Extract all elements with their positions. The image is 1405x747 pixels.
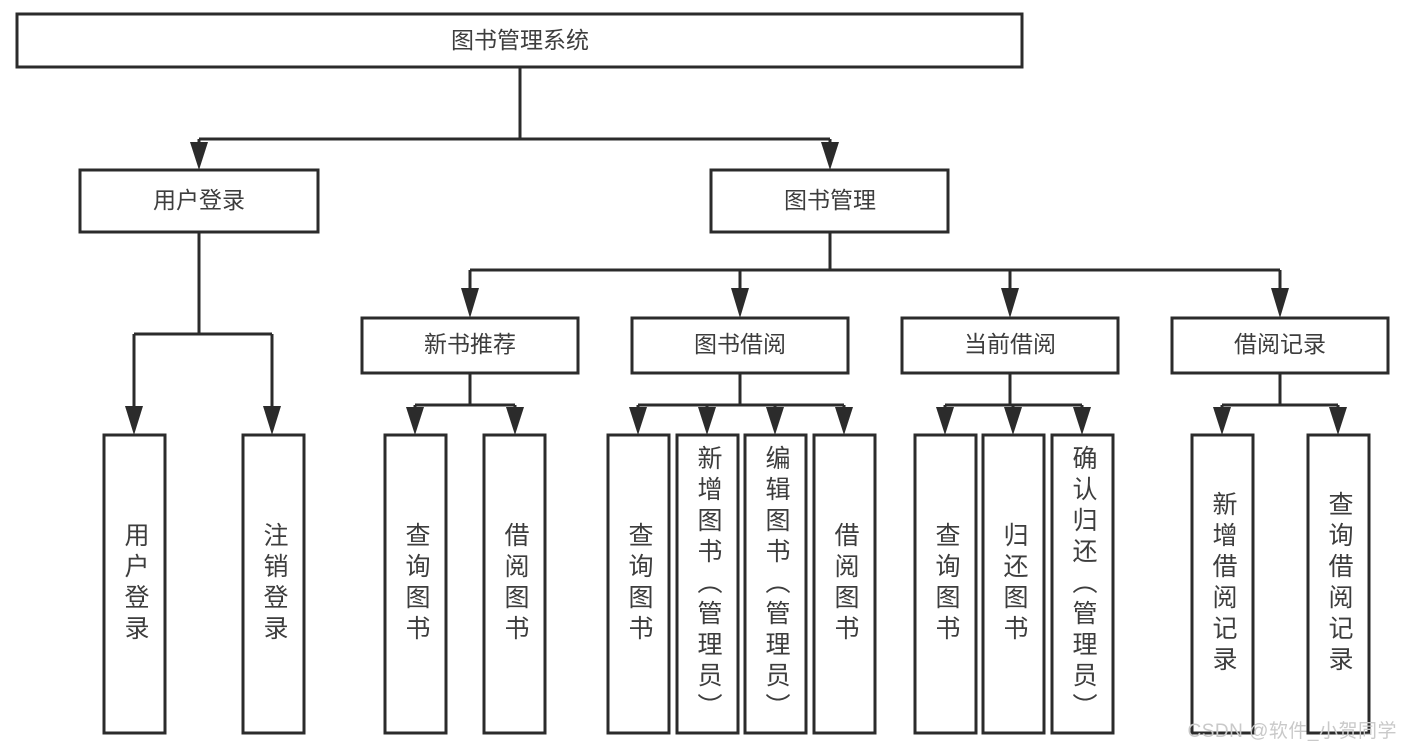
node-book-manage[interactable]: 图书管理 bbox=[709, 168, 950, 234]
connector-group-root bbox=[190, 67, 839, 170]
node-root-box[interactable] bbox=[15, 12, 1024, 69]
arrow-head-book-manage bbox=[821, 142, 839, 170]
connector-group-new-book-leaves bbox=[406, 373, 524, 435]
leaf-box-bb-edit-book[interactable] bbox=[743, 433, 808, 735]
leaf-box-bb-borrow-book[interactable] bbox=[812, 433, 877, 735]
arrow-head-cb-leaf-1 bbox=[936, 407, 954, 435]
node-borrow-record[interactable]: 借阅记录 bbox=[1170, 316, 1390, 375]
node-new-book-recommend-box[interactable] bbox=[360, 316, 580, 375]
node-root-label: 图书管理系统 bbox=[451, 27, 589, 53]
arrow-head-leaf-user-login bbox=[125, 406, 143, 435]
leaf-box-logout[interactable] bbox=[241, 433, 306, 735]
connector-group-book-borrow-leaves bbox=[629, 373, 853, 435]
arrow-head-bb-leaf-3 bbox=[766, 407, 784, 435]
leaf-box-br-query-record[interactable] bbox=[1306, 433, 1371, 735]
node-book-borrow-box[interactable] bbox=[630, 316, 850, 375]
leaf-box-bb-query-book[interactable] bbox=[606, 433, 671, 735]
arrow-head-new-book bbox=[461, 288, 479, 318]
arrow-head-bb-leaf-2 bbox=[698, 407, 716, 435]
arrow-head-leaf-logout bbox=[263, 406, 281, 435]
arrow-head-nb-leaf-2 bbox=[506, 407, 524, 435]
arrow-head-borrow-record bbox=[1271, 288, 1289, 318]
arrow-head-br-leaf-1 bbox=[1213, 407, 1231, 435]
connector-group-borrow-record-leaves bbox=[1213, 373, 1347, 435]
connector-group-user-login-leaves bbox=[125, 232, 281, 435]
node-book-manage-box[interactable] bbox=[709, 168, 950, 234]
node-new-book-recommend[interactable]: 新书推荐 bbox=[360, 316, 580, 375]
arrow-head-cb-leaf-3 bbox=[1073, 407, 1091, 435]
leaf-box-cb-query-book[interactable] bbox=[913, 433, 978, 735]
leaf-box-bb-add-book[interactable] bbox=[675, 433, 740, 735]
arrow-head-cb-leaf-2 bbox=[1004, 407, 1022, 435]
connector-group-current-borrow-leaves bbox=[936, 373, 1091, 435]
leaf-box-cb-confirm-return[interactable] bbox=[1050, 433, 1115, 735]
arrow-head-bb-leaf-4 bbox=[835, 407, 853, 435]
arrow-head-nb-leaf-1 bbox=[406, 407, 424, 435]
node-borrow-record-label: 借阅记录 bbox=[1234, 331, 1326, 357]
node-book-borrow-label: 图书借阅 bbox=[694, 331, 786, 357]
node-user-login[interactable]: 用户登录 bbox=[78, 168, 320, 234]
node-book-borrow[interactable]: 图书借阅 bbox=[630, 316, 850, 375]
leaf-box-br-add-record[interactable] bbox=[1190, 433, 1255, 735]
node-current-borrow[interactable]: 当前借阅 bbox=[900, 316, 1120, 375]
node-current-borrow-box[interactable] bbox=[900, 316, 1120, 375]
leaf-box-nb-query-book[interactable] bbox=[383, 433, 448, 735]
leaf-box-nb-borrow-book[interactable] bbox=[482, 433, 547, 735]
connector-group-book-manage bbox=[461, 232, 1289, 318]
leaf-box-user-login[interactable] bbox=[102, 433, 167, 735]
arrow-head-bb-leaf-1 bbox=[629, 407, 647, 435]
node-user-login-label: 用户登录 bbox=[153, 187, 245, 213]
arrow-head-book-borrow bbox=[731, 288, 749, 318]
node-borrow-record-box[interactable] bbox=[1170, 316, 1390, 375]
node-root[interactable]: 图书管理系统 bbox=[15, 12, 1024, 69]
node-book-manage-label: 图书管理 bbox=[784, 187, 876, 213]
leaf-box-cb-return-book[interactable] bbox=[981, 433, 1046, 735]
watermark-text: CSDN @软件_小贺同学 bbox=[1187, 721, 1397, 742]
arrow-head-br-leaf-2 bbox=[1329, 407, 1347, 435]
node-new-book-recommend-label: 新书推荐 bbox=[424, 331, 516, 357]
arrow-head-user-login bbox=[190, 142, 208, 170]
node-current-borrow-label: 当前借阅 bbox=[964, 331, 1056, 357]
arrow-head-current-borrow bbox=[1001, 288, 1019, 318]
